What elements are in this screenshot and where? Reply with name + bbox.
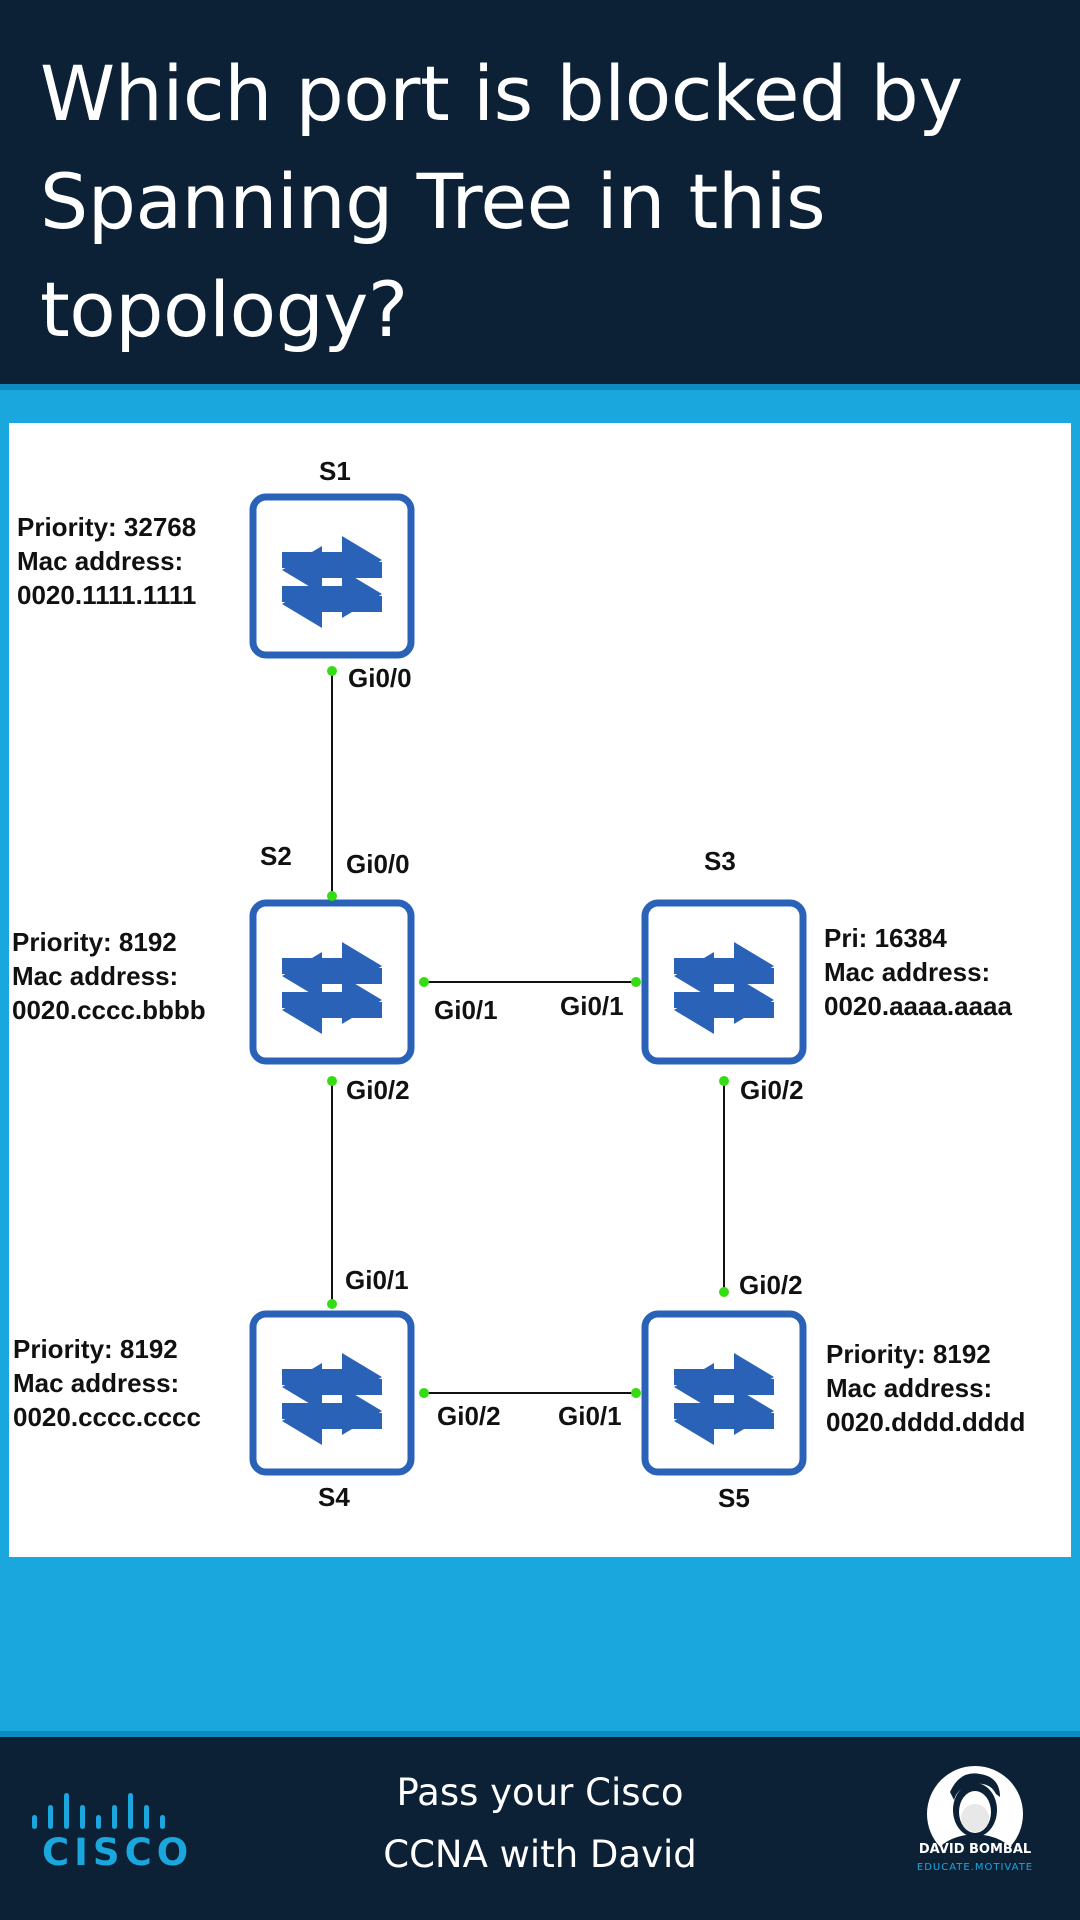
links-layer (331, 673, 725, 1394)
tagline-line-1: Pass your Cisco (396, 1771, 684, 1814)
port-dot-s5-gi01 (631, 1388, 641, 1398)
port-label-s3-gi01: Gi0/1 (560, 991, 624, 1021)
footer-banner (0, 1737, 1080, 1920)
cisco-logo-text: CISCO (42, 1831, 194, 1874)
port-dot-s4-gi01 (327, 1299, 337, 1309)
switch-label-s5: S5 (718, 1483, 750, 1513)
switch-s4[interactable] (249, 1310, 415, 1476)
brand-name: DAVID BOMBAL (918, 1842, 1032, 1857)
port-dot-s1-gi00 (327, 666, 337, 676)
switch-label-s4: S4 (318, 1482, 350, 1512)
port-label-s5-gi01: Gi0/1 (558, 1401, 622, 1431)
header-banner (0, 0, 1080, 384)
port-label-s3-gi02: Gi0/2 (740, 1075, 804, 1105)
switch-s5[interactable] (641, 1310, 807, 1476)
cisco-bars-icon (32, 1793, 165, 1829)
info-s5-mac: 0020.dddd.dddd (826, 1407, 1025, 1437)
info-s4-mac: 0020.cccc.cccc (13, 1402, 201, 1432)
port-dot-s2-gi00 (327, 891, 337, 901)
port-dot-s2-gi02 (327, 1076, 337, 1086)
topology-diagram-panel: S1 S2 S3 S4 S5 Gi0/0 Gi0/0 Gi0/1 Gi0/1 G… (9, 423, 1071, 1557)
switch-label-s1: S1 (319, 456, 351, 486)
question-title: Which port is blocked by Spanning Tree i… (40, 49, 963, 354)
switch-arrows-icon (282, 1353, 382, 1445)
port-dot-s4-gi02 (419, 1388, 429, 1398)
tagline-line-2: CCNA with David (383, 1833, 697, 1876)
port-label-s2-gi00: Gi0/0 (346, 849, 410, 879)
switch-arrows-icon (674, 942, 774, 1034)
switch-arrows-icon (282, 942, 382, 1034)
info-s5-mac-label: Mac address: (826, 1373, 992, 1403)
brand-motto: EDUCATE.MOTIVATE (916, 1862, 1034, 1873)
info-s3-priority: Pri: 16384 (824, 923, 947, 953)
port-label-s4-gi02: Gi0/2 (437, 1401, 501, 1431)
info-s4-priority: Priority: 8192 (13, 1334, 178, 1364)
port-label-s4-gi01: Gi0/1 (345, 1265, 409, 1295)
switch-s2[interactable] (249, 899, 415, 1065)
switch-label-s2: S2 (260, 841, 292, 871)
info-s4-mac-label: Mac address: (13, 1368, 179, 1398)
topology-diagram: S1 S2 S3 S4 S5 Gi0/0 Gi0/0 Gi0/1 Gi0/1 G… (12, 456, 1025, 1513)
port-label-s5-gi02: Gi0/2 (739, 1270, 803, 1300)
switch-s3[interactable] (641, 899, 807, 1065)
info-s1-priority: Priority: 32768 (17, 512, 196, 542)
switch-s1[interactable] (249, 493, 415, 659)
avatar-icon (927, 1766, 1023, 1862)
info-s2-mac-label: Mac address: (12, 961, 178, 991)
port-dot-s2-gi01 (419, 977, 429, 987)
port-label-s1-gi00: Gi0/0 (348, 663, 412, 693)
switch-label-s3: S3 (704, 846, 736, 876)
tagline: Pass your Cisco CCNA with David (340, 1762, 740, 1886)
port-label-s2-gi01: Gi0/1 (434, 995, 498, 1025)
info-s3-mac: 0020.aaaa.aaaa (824, 991, 1013, 1021)
info-s1-mac: 0020.1111.1111 (17, 580, 196, 610)
info-s3-mac-label: Mac address: (824, 957, 990, 987)
header-divider (0, 384, 1080, 390)
switch-arrows-icon (674, 1353, 774, 1445)
info-s5-priority: Priority: 8192 (826, 1339, 991, 1369)
port-dot-s3-gi02 (719, 1076, 729, 1086)
port-dot-s5-gi02 (719, 1287, 729, 1297)
footer-divider (0, 1731, 1080, 1737)
port-dots (327, 666, 729, 1398)
port-dot-s3-gi01 (631, 977, 641, 987)
info-s1-mac-label: Mac address: (17, 546, 183, 576)
info-s2-priority: Priority: 8192 (12, 927, 177, 957)
switch-arrows-icon (282, 536, 382, 628)
port-label-s2-gi02: Gi0/2 (346, 1075, 410, 1105)
info-s2-mac: 0020.cccc.bbbb (12, 995, 206, 1025)
